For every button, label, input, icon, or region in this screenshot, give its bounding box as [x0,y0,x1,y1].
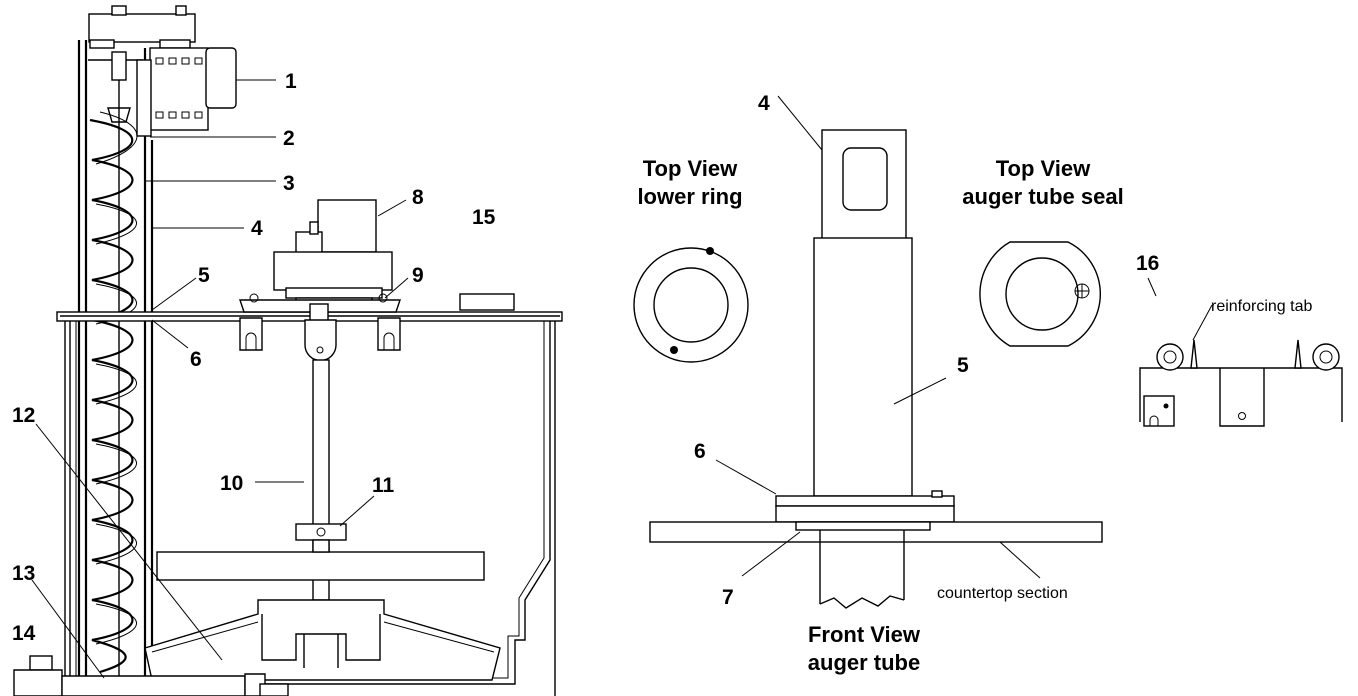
agitator-plate [144,599,501,681]
callout-13: 13 [12,562,35,585]
front-view-auger-tube: 4 5 6 7 countertop section Front View au… [649,92,1103,675]
callout-14: 14 [12,622,36,645]
lower-ring-view: Top View lower ring [633,156,749,363]
lower-ring-outer [633,247,749,363]
callout-5: 5 [198,264,210,287]
part-15-block [459,293,515,311]
auger-flight [89,118,134,674]
front-callout-4: 4 [758,92,770,115]
callout-3: 3 [283,172,295,195]
callout-15: 15 [472,206,496,229]
callout-1: 1 [285,70,297,93]
auger-coupler [107,51,152,137]
front-callout-6: 6 [694,440,706,463]
seal-title-2: auger tube seal [962,184,1123,209]
lower-ring-title-1: Top View [643,156,738,181]
lower-ring-hole [706,247,714,255]
seal-outline [979,241,1101,347]
callout-4: 4 [251,217,263,240]
seal-inner [1005,257,1079,331]
lower-ring-inner [653,267,729,343]
front-callout-7: 7 [722,586,734,609]
left-leader-lines [31,79,409,679]
tab-view: 16 reinforcing tab [1136,252,1343,427]
auger-tube [77,40,154,692]
front-view-title-2: auger tube [808,650,920,675]
seal-view: Top View auger tube seal [962,156,1124,347]
lower-ring-title-2: lower ring [637,184,742,209]
front-view-title-1: Front View [808,622,921,647]
lower-ring-hole [670,346,678,354]
callout-11: 11 [372,474,395,497]
callout-8: 8 [412,186,424,209]
countertop-label: countertop section [937,585,1068,602]
callout-9: 9 [412,264,424,287]
agitator [156,319,485,601]
left-assembly: 1 2 3 4 5 6 8 9 10 11 12 13 14 15 [12,5,563,696]
auger-motor [88,5,237,131]
seal-title-1: Top View [996,156,1091,181]
front-callout-5: 5 [957,354,969,377]
callout-6: 6 [190,348,202,371]
drain-pipe [13,655,289,696]
callout-10: 10 [220,472,243,495]
callout-2: 2 [283,127,295,150]
callout-16: 16 [1136,252,1159,275]
reinforcing-tab-label: reinforcing tab [1211,298,1312,315]
callout-12: 12 [12,404,35,427]
